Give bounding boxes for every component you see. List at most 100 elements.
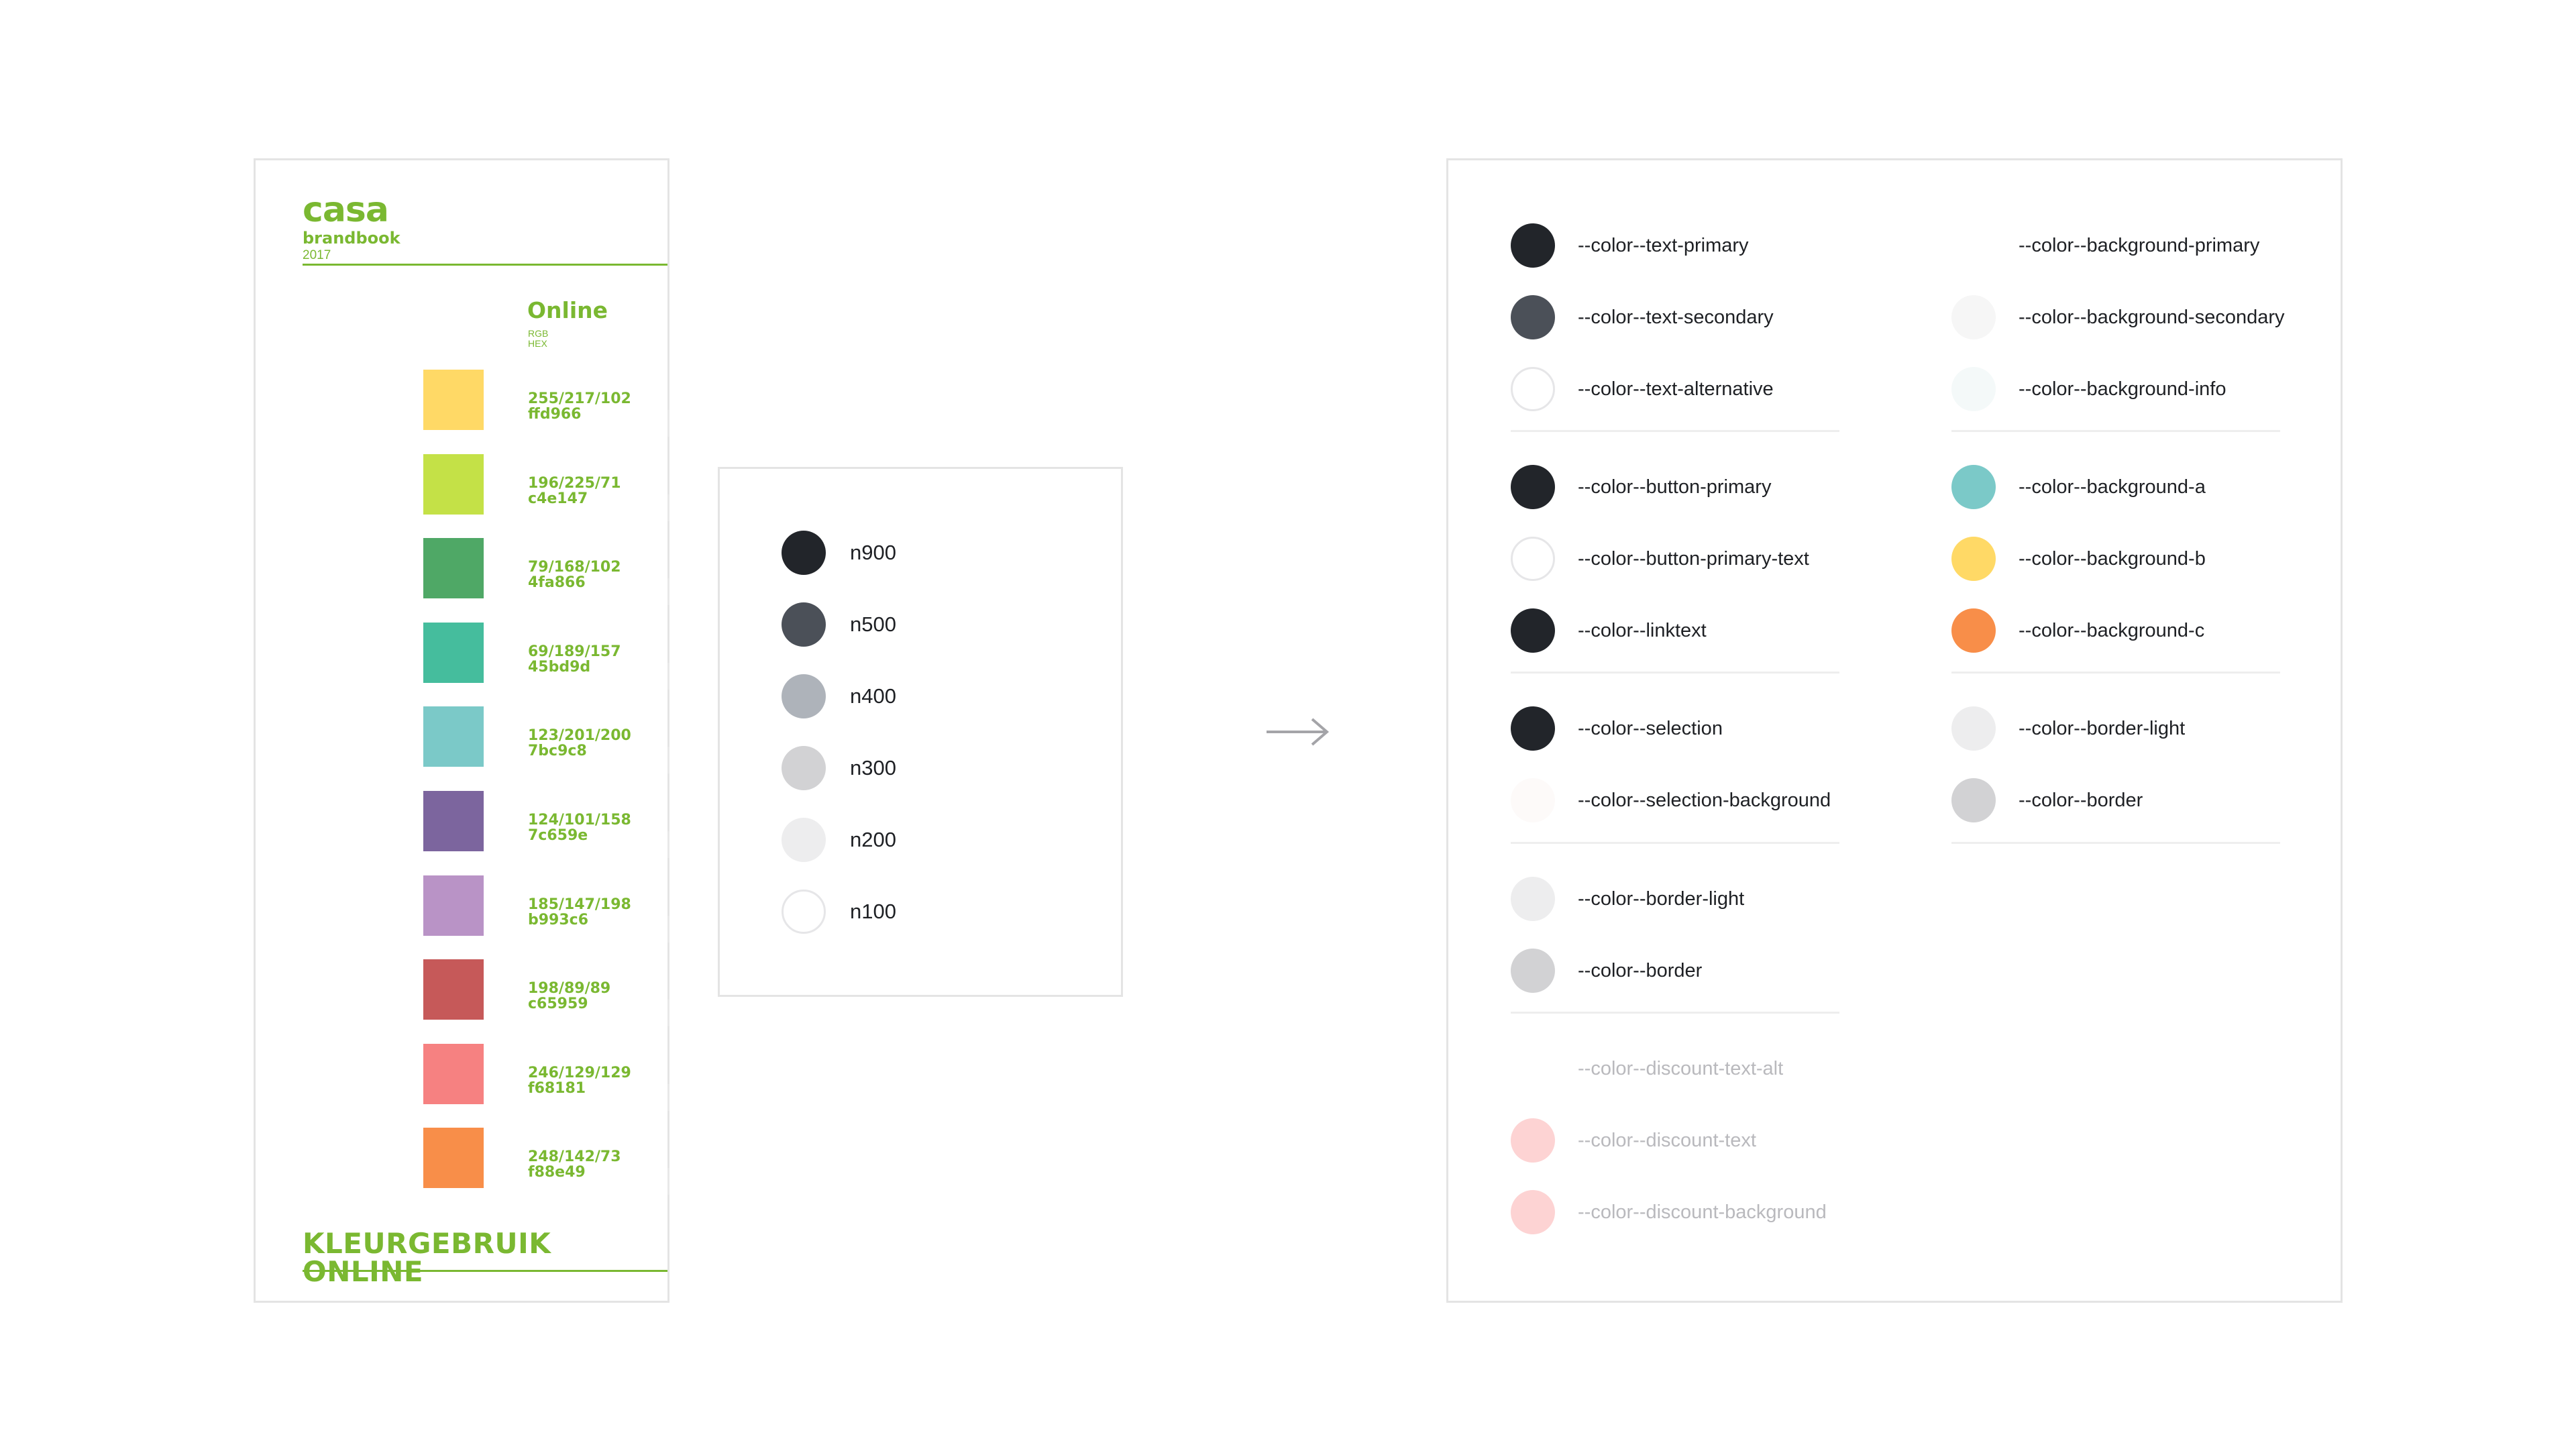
- color-swatch-dot: [1951, 295, 1996, 339]
- page-edge-mark: [667, 662, 669, 690]
- color-label: --color--background-b: [2019, 547, 2206, 570]
- page-edge-mark: [667, 915, 669, 943]
- page-edge-mark: [667, 1083, 669, 1111]
- brand-color-swatch: [423, 959, 484, 1020]
- color-label: --color--text-alternative: [1578, 378, 1774, 400]
- brand-color-hex: c65959: [528, 996, 588, 1013]
- brand-color-hex: f88e49: [528, 1164, 586, 1181]
- casa-logo: casa: [303, 190, 389, 230]
- color-label: --color--background-a: [2019, 476, 2206, 498]
- neutral-row-n300: n300: [782, 745, 896, 792]
- brand-color-rgb: 69/189/157: [528, 643, 621, 660]
- footer-rule: [303, 1270, 667, 1272]
- color-swatch-dot: [1511, 949, 1555, 993]
- color-swatch-dot: [1511, 1118, 1555, 1163]
- color-label: --color--border-light: [1578, 888, 1745, 910]
- page-edge-mark: [667, 1168, 669, 1195]
- token-row: --color--background-a: [1951, 464, 2206, 511]
- color-label: n400: [850, 684, 896, 708]
- neutral-row-n200: n200: [782, 816, 896, 863]
- token-row: --color--button-primary-text: [1511, 535, 1809, 582]
- color-swatch-dot: [782, 818, 826, 862]
- format-rgb: RGB: [528, 328, 549, 339]
- group-divider: [1951, 842, 2280, 844]
- color-swatch-dot: [1951, 465, 1996, 509]
- color-swatch-dot: [782, 531, 826, 575]
- neutral-row-n900: n900: [782, 529, 896, 576]
- color-label: --color--background-c: [2019, 619, 2205, 641]
- color-swatch-dot: [1511, 223, 1555, 268]
- color-label: --color--button-primary: [1578, 476, 1772, 498]
- color-swatch-dot: [1511, 1190, 1555, 1234]
- brand-color-hex: ffd966: [528, 406, 582, 423]
- brand-color-swatch: [423, 370, 484, 430]
- token-row: --color--background-primary: [1951, 222, 2259, 269]
- color-label: --color--background-primary: [2019, 234, 2260, 256]
- page-edge-mark: [667, 578, 669, 606]
- color-swatch-dot: [1511, 706, 1555, 751]
- brand-color-hex: 7bc9c8: [528, 743, 587, 760]
- brand-color-swatch: [423, 538, 484, 599]
- brandbook-subtitle: brandbook: [303, 229, 400, 248]
- token-row: --color--selection: [1511, 705, 1723, 752]
- token-row: --color--text-primary: [1511, 222, 1749, 269]
- color-label: n300: [850, 756, 896, 780]
- brand-color-hex: 45bd9d: [528, 658, 591, 676]
- brand-color-rgb: 124/101/158: [528, 812, 631, 828]
- color-label: --color--selection-background: [1578, 789, 1831, 811]
- color-swatch-dot: [782, 746, 826, 790]
- brand-color-rgb: 185/147/198: [528, 896, 631, 913]
- footer-title: KLEURGEBRUIK ONLINE: [303, 1227, 551, 1288]
- color-label: --color--background-secondary: [2019, 306, 2285, 328]
- color-label: --color--discount-background: [1578, 1201, 1827, 1223]
- color-swatch-dot: [1511, 1046, 1555, 1091]
- color-swatch-dot: [1511, 465, 1555, 509]
- token-row: --color--selection-background: [1511, 777, 1831, 824]
- color-tokens-panel: --color--text-primary --color--text-secon…: [1446, 158, 2343, 1303]
- page-edge-mark: [667, 1000, 669, 1027]
- color-swatch-dot: [1511, 608, 1555, 653]
- group-divider: [1511, 842, 1839, 844]
- token-row: --color--background-info: [1951, 366, 2226, 413]
- brand-color-swatch: [423, 453, 484, 515]
- color-label: n100: [850, 900, 896, 923]
- token-row: --color--discount-text: [1511, 1117, 1756, 1164]
- group-divider: [1511, 672, 1839, 674]
- color-label: n900: [850, 541, 896, 564]
- color-label: --color--background-info: [2019, 378, 2226, 400]
- header-rule: [303, 264, 667, 266]
- token-row: --color--text-secondary: [1511, 294, 1774, 341]
- brand-color-rgb: 198/89/89: [528, 980, 611, 998]
- brand-color-swatch: [423, 1128, 484, 1189]
- group-divider: [1951, 430, 2280, 432]
- brandbook-page: casa brandbook 2017 Online RGB HEX 255/2…: [254, 158, 669, 1303]
- format-hex: HEX: [528, 338, 547, 349]
- brand-color-rgb: 248/142/73: [528, 1148, 621, 1166]
- token-row: --color--border-light: [1511, 875, 1744, 922]
- brand-color-hex: 4fa866: [528, 574, 586, 592]
- brand-color-swatch: [423, 1043, 484, 1104]
- token-row: --color--text-alternative: [1511, 366, 1774, 413]
- arrow-right-icon: [1267, 718, 1330, 746]
- brand-color-rgb: 196/225/71: [528, 474, 621, 492]
- color-swatch-dot: [1511, 367, 1555, 411]
- color-swatch-dot: [782, 890, 826, 934]
- color-swatch-dot: [1951, 223, 1996, 268]
- brand-color-swatch: [423, 875, 484, 936]
- color-swatch-dot: [1951, 367, 1996, 411]
- color-label: --color--text-primary: [1578, 234, 1749, 256]
- color-label: --color--border: [2019, 789, 2143, 811]
- brand-color-swatch: [423, 622, 484, 683]
- neutral-row-n400: n400: [782, 673, 896, 720]
- token-row: --color--border: [1951, 777, 2143, 824]
- brand-color-hex: 7c659e: [528, 827, 588, 844]
- token-row: --color--button-primary: [1511, 464, 1771, 511]
